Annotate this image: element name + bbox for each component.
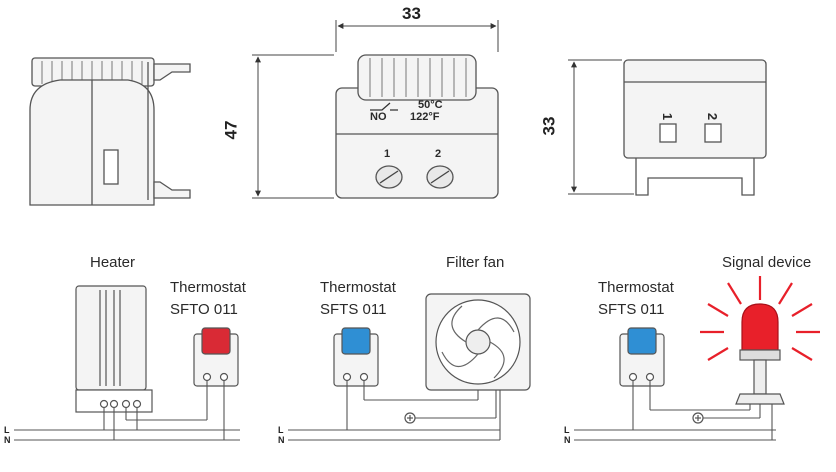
thermostat-rear-view: [623, 59, 767, 196]
neutral-line-label-1: N: [4, 435, 11, 445]
circuit-heater: [14, 285, 240, 441]
thermostat-sfts-signal: [619, 327, 665, 387]
front-vent-ribs: [369, 58, 467, 97]
thermostat-sfto-cap: [201, 327, 231, 355]
rail-clip-top: [153, 63, 191, 81]
neutral-line-label-2: N: [278, 435, 285, 445]
ground-symbol-signal: [692, 412, 704, 424]
thermostat-sfts-signal-cap: [627, 327, 657, 355]
side-window: [103, 149, 119, 185]
heater-body: [75, 285, 147, 391]
thermostat-sfts-fan-label: Thermostat: [320, 279, 396, 296]
thermostat-sfto-label: Thermostat: [170, 279, 246, 296]
front-terminal-1-label: 1: [384, 148, 391, 160]
signal-light: [700, 276, 820, 405]
thermostat-sfts-signal-label: Thermostat: [598, 279, 674, 296]
filter-fan-label: Filter fan: [446, 254, 505, 271]
dimension-rear-height-label: 33: [539, 116, 559, 136]
thermostat-sfts-fan-cap: [341, 327, 371, 355]
dimension-height-label: 47: [221, 120, 241, 140]
thermostat-sfts-signal-model: SFTS 011: [598, 301, 665, 318]
thermostat-sfts-fan: [333, 327, 379, 387]
live-line-label-2: L: [278, 425, 284, 435]
switch-symbol: [370, 102, 398, 111]
signal-device-label: Signal device: [722, 254, 812, 271]
heater-label: Heater: [90, 254, 136, 271]
rear-terminal-2: [704, 123, 722, 143]
live-line-label-3: L: [564, 425, 570, 435]
filter-fan: [425, 293, 531, 391]
temperature-celsius-label: 50°C: [418, 99, 443, 111]
thermostat-front-view: [335, 54, 499, 199]
rear-dimension-lines: [568, 59, 634, 195]
fan-wiring: [288, 381, 501, 441]
circuit-signal-device: [574, 276, 820, 441]
rear-terminal-2-label: 2: [705, 112, 721, 121]
front-terminal-2-label: 2: [435, 148, 442, 160]
thermostat-sfts-fan-model: SFTS 011: [320, 301, 387, 318]
signal-light-rays: [700, 276, 820, 361]
front-dimension-lines: [252, 20, 499, 199]
rear-terminal-1: [659, 123, 677, 143]
switch-type-label: NO: [370, 111, 387, 123]
circuit-filter-fan: [288, 293, 531, 441]
thermostat-sfto-model: SFTO 011: [170, 301, 238, 318]
signal-wiring: [574, 381, 776, 441]
rear-body: [623, 59, 767, 159]
front-vent-block: [357, 54, 477, 101]
thermostat-sfto: [193, 327, 239, 387]
thermostat-side-view: [29, 57, 191, 206]
live-line-label-1: L: [4, 425, 10, 435]
rear-terminal-1-label: 1: [660, 112, 676, 121]
neutral-line-label-3: N: [564, 435, 571, 445]
dimension-width-label: 33: [402, 4, 421, 23]
rear-rail-clip: [635, 158, 755, 196]
rail-clip-bottom: [153, 181, 191, 199]
ground-symbol-fan: [404, 412, 416, 424]
front-body: [335, 87, 499, 199]
temperature-fahrenheit-label: 122°F: [410, 111, 440, 123]
heater-wiring: [14, 381, 240, 441]
signal-light-lens: [741, 303, 779, 351]
